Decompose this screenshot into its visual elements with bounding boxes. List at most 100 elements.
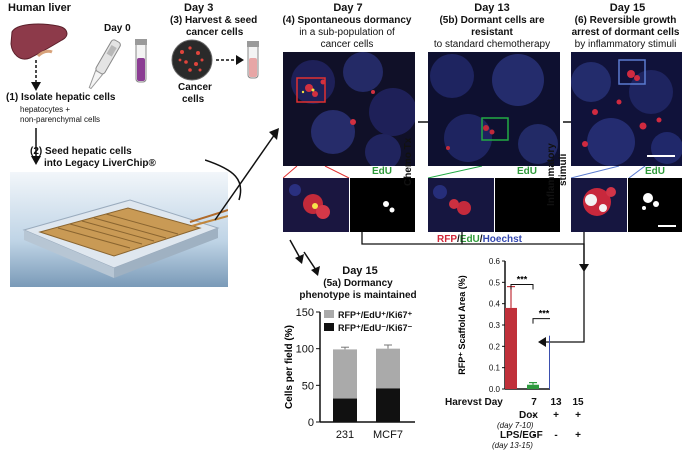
cancer-cells-dish-icon [171, 39, 259, 81]
lps-val: + [575, 430, 581, 441]
panel6-title2: arrest of dormant cells [571, 27, 680, 38]
y-tick-label: 0.2 [489, 342, 501, 351]
human-liver-title: Human liver [8, 2, 71, 14]
lps-val: - [532, 430, 536, 441]
panel6-day: Day 15 [609, 2, 646, 14]
y-axis-label: Cells per field (%) [284, 325, 295, 409]
lps-note: (day 13-15) [492, 441, 533, 450]
day7-micrograph [283, 52, 415, 166]
zoom-lines-blue [571, 166, 646, 178]
dox-note: (day 7-10) [497, 421, 534, 430]
stain-edu: EdU [459, 234, 480, 245]
panel4-sub1: in a sub-population of [299, 27, 395, 38]
significance-label: *** [539, 309, 550, 319]
zoom-lines-green [428, 166, 483, 178]
stacked-bar-segment [333, 398, 357, 422]
step3-label: (3) Harvest & seed [170, 15, 258, 26]
bar [527, 384, 539, 389]
panel6-title: (6) Reversible growth [574, 15, 677, 26]
x-tick-label: MCF7 [373, 429, 403, 441]
panel4-edu-label: EdU [372, 166, 392, 177]
arrows-to-5a [289, 239, 320, 276]
harvest-day-label: Harevst Day [445, 397, 503, 408]
day15-zoom-edu [628, 178, 682, 232]
step2-line1: (2) Seed hepatic cells [30, 146, 132, 157]
bar [505, 307, 517, 389]
dox-val: - [532, 410, 536, 421]
significance-bracket [532, 318, 550, 324]
step3-label-b: cancer cells [186, 27, 244, 38]
significance-bracket [510, 283, 534, 290]
y-tick-label: 50 [302, 380, 314, 392]
x-tick-label: 231 [336, 429, 354, 441]
zoom-lines-red [283, 166, 350, 178]
harvest-val: 15 [572, 397, 584, 408]
inflammatory-label2: stimuli [558, 153, 569, 186]
panel5a-title1: (5a) Dormancy [323, 278, 393, 289]
harvest-val: 13 [550, 397, 562, 408]
dox-label: Dox [519, 410, 538, 421]
day15-zoom-rfp [571, 178, 627, 232]
step1-sub1: hepatocytes + [20, 105, 71, 114]
lps-val: - [554, 430, 558, 441]
y-tick-label: 0.4 [489, 300, 501, 309]
stacked-bar-segment [376, 388, 400, 422]
day13-zoom-edu [495, 178, 560, 232]
stain-rfp: RFP [437, 234, 457, 245]
panel4-sub2: cancer cells [320, 39, 374, 50]
day3-title: Day 3 [184, 2, 214, 14]
day0-label: Day 0 [104, 23, 131, 34]
pipette-tube-icon [88, 39, 147, 90]
stain-slash1: / [457, 234, 460, 245]
day7-zoom-edu [350, 178, 415, 232]
merge-arrows [205, 128, 279, 221]
y-tick-label: 0.3 [489, 321, 501, 330]
day15-micrograph [571, 52, 682, 166]
day13-zoom-rfp [428, 178, 494, 232]
connector-lines [361, 232, 589, 347]
panel4-day: Day 7 [333, 2, 363, 14]
panel4-title: (4) Spontaneous dormancy [282, 15, 412, 26]
y-tick-label: 0.6 [489, 257, 501, 266]
day7-zoom-rfp [283, 178, 349, 232]
panel6-sub: by inflammatory stimuli [574, 39, 677, 50]
liverchip-photo [10, 172, 228, 287]
stain-hoechst: Hoechst [482, 234, 523, 245]
lps-label: LPS/EGF [500, 430, 543, 441]
dox-val: + [553, 410, 559, 421]
day13-micrograph [428, 52, 560, 166]
liver-icon [10, 23, 68, 60]
y-tick-label: 0.5 [489, 278, 501, 287]
cancer-label2: cells [182, 94, 205, 105]
bar [549, 335, 550, 389]
stacked-bar-segment [333, 349, 357, 399]
panel6-edu-label: EdU [645, 166, 665, 177]
y-tick-label: 0.0 [489, 385, 501, 394]
panel5b-title2: resistant [471, 27, 513, 38]
legend-label: RFP⁺/EdU⁺/Ki67⁺ [338, 310, 413, 320]
stain-legend: RFP/EdU/Hoechst [437, 234, 522, 245]
y-tick-label: 0 [308, 417, 314, 429]
panel5b-sub: to standard chemotherapy [433, 39, 551, 50]
chemo-tx-label: Chemo Tx [403, 137, 414, 186]
panel5a-day: Day 15 [342, 265, 378, 277]
y-tick-label: 100 [296, 344, 314, 356]
dox-val: + [575, 410, 581, 421]
panel5a-title2: phenotype is maintained [299, 290, 417, 301]
legend-swatch [324, 323, 334, 331]
stacked-bar-segment [376, 348, 400, 389]
y-tick-label: 0.1 [489, 364, 501, 373]
significance-label: *** [517, 274, 528, 284]
panel5b-day: Day 13 [474, 2, 510, 14]
step1-sub2: non-parenchymal cells [20, 115, 101, 124]
dashed-arrow-1 [31, 60, 41, 91]
harvest-val: 7 [531, 397, 537, 408]
y-tick-label: 150 [296, 307, 314, 319]
panel5b-title: (5b) Dormant cells are [439, 15, 545, 26]
y-axis-label: RFP⁺ Scaffold Area (%) [457, 275, 467, 374]
legend-label: RFP⁺/EdU⁻/Ki67⁻ [338, 323, 413, 333]
arrow-down-2 [31, 128, 41, 165]
step1-label: (1) Isolate hepatic cells [6, 92, 116, 103]
